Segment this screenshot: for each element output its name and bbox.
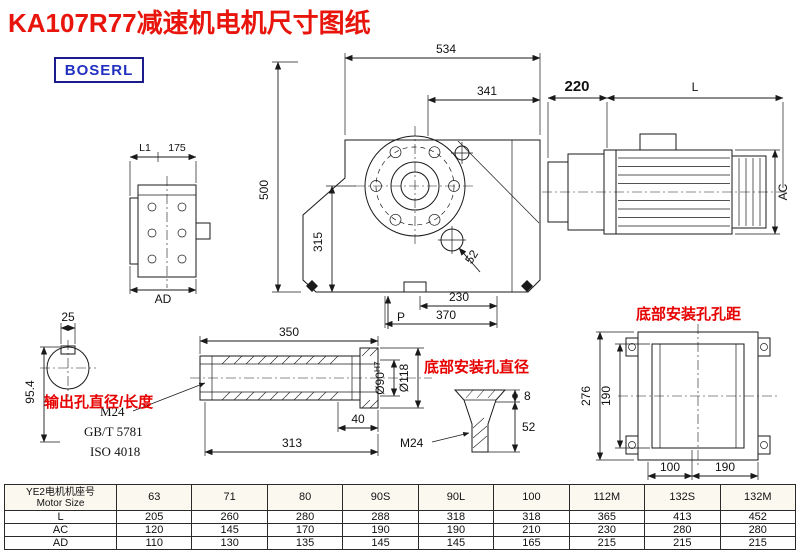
table-row-L: L 205 260 280 288 318 318 365 413 452 (4, 509, 796, 525)
label-standard-gb: GB/T 5781 (84, 424, 143, 439)
table-cell: 413 (644, 509, 721, 525)
dim-mount-plate-thickness: 8 (524, 389, 531, 403)
dim-bottom-pitch-2: 190 (715, 460, 735, 474)
table-header-size: 63 (115, 484, 193, 511)
table-header-size: 112M (568, 484, 646, 511)
label-standard-iso: ISO 4018 (90, 444, 140, 459)
table-header-size: 71 (191, 484, 268, 511)
table-cell: 130 (191, 536, 268, 551)
dim-bottom-height-inner: 190 (599, 386, 613, 406)
table-header-size: 100 (493, 484, 570, 511)
dim-side-l1: L1 (139, 142, 151, 154)
page-title: KA107R77减速机电机尺寸图纸 (8, 8, 371, 38)
table-header-size: 132S (644, 484, 721, 511)
table-header-row: YE2电机机座号 Motor Size 63 71 80 90S 90L 100… (4, 484, 796, 511)
table-cell: 280 (266, 509, 344, 525)
table-cell: 288 (342, 509, 419, 525)
dim-motor-diameter: AC (776, 183, 790, 200)
dim-key-height: 95.4 (23, 380, 37, 404)
dim-front-lower-height: 315 (311, 232, 325, 252)
dim-front-hole-offset: 52 (462, 247, 481, 266)
mount-hole-drawing: 8 52 M24 (400, 389, 536, 453)
table-header-size: 80 (266, 484, 344, 511)
dim-flange-diameter: Ø118 (397, 363, 411, 392)
label-p: P (397, 310, 405, 324)
output-shaft-drawing: 350 40 313 M24 GB/T 5781 ISO 4018 Ø90H7 … (84, 325, 432, 459)
table-cell: 452 (719, 509, 796, 525)
label-shaft-thread: M24 (100, 404, 125, 419)
table-cell: 205 (115, 509, 193, 525)
table-cell: 170 (266, 523, 344, 538)
dim-shaft-usable-length: 313 (282, 436, 302, 450)
dim-shaft-length: 350 (279, 325, 299, 339)
dim-front-bottom-width-1: 230 (449, 290, 469, 304)
dim-bottom-pitch-1: 100 (660, 460, 680, 474)
table-header-cn: YE2电机机座号 (26, 486, 95, 498)
bottom-view-drawing: 276 190 100 190 (579, 324, 780, 480)
table-cell: 120 (115, 523, 193, 538)
table-header-motor-size: YE2电机机座号 Motor Size (4, 484, 117, 511)
table-cell: 110 (115, 536, 193, 551)
annotation-bottom-hole-spacing: 底部安装孔孔距 (636, 306, 742, 323)
dim-front-bottom-width-2: 370 (436, 308, 456, 322)
motor-view-drawing: 220 L AC (542, 78, 790, 235)
table-cell: 280 (644, 523, 721, 538)
dim-motor-length: L (692, 80, 699, 94)
table-cell: 135 (266, 536, 344, 551)
table-header-size: 90L (417, 484, 495, 511)
table-row-label: AD (4, 536, 117, 551)
table-cell: 145 (417, 536, 495, 551)
table-cell: 145 (191, 523, 268, 538)
motor-size-table: YE2电机机座号 Motor Size 63 71 80 90S 90L 100… (4, 484, 796, 551)
table-cell: 165 (493, 536, 570, 551)
dim-shaft-step: 40 (351, 412, 365, 426)
table-cell: 215 (719, 536, 796, 551)
table-row-AD: AD 110 130 135 145 145 165 215 215 215 (4, 536, 796, 551)
table-cell: 145 (342, 536, 419, 551)
shaft-section-drawing: 25 95.4 (23, 310, 96, 443)
table-cell: 215 (644, 536, 721, 551)
table-cell: 260 (191, 509, 268, 525)
dim-side-width: 175 (168, 142, 186, 154)
table-cell: 365 (568, 509, 646, 525)
dim-bottom-height-outer: 276 (579, 386, 593, 406)
table-cell: 318 (493, 509, 570, 525)
boserl-logo: BOSERL (54, 57, 144, 83)
dim-front-upper-width: 341 (477, 84, 497, 98)
table-cell: 215 (568, 536, 646, 551)
table-header-size: 90S (342, 484, 419, 511)
front-view-drawing: 534 341 500 315 52 230 370 P (257, 42, 541, 329)
table-cell: 210 (493, 523, 570, 538)
table-cell: 190 (417, 523, 495, 538)
table-row-label: L (4, 509, 117, 525)
table-row-label: AC (4, 523, 117, 538)
table-header-size: 132M (719, 484, 796, 511)
dim-side-ad: AD (155, 292, 172, 306)
side-view-drawing: L1 175 AD (129, 142, 211, 306)
table-cell: 230 (568, 523, 646, 538)
table-cell: 280 (719, 523, 796, 538)
table-header-en: Motor Size (36, 497, 85, 509)
dim-mount-depth: 52 (522, 420, 536, 434)
table-row-AC: AC 120 145 170 190 190 210 230 280 280 (4, 523, 796, 538)
dim-motor-adapter-length: 220 (564, 78, 589, 95)
annotation-output-hole: 输出孔直径/长度 (44, 394, 154, 411)
annotation-bottom-hole-diameter: 底部安装孔直径 (424, 359, 530, 376)
dim-bore-diameter: Ø90H7 (372, 361, 387, 395)
dim-front-total-width: 534 (436, 42, 456, 56)
dim-front-total-height: 500 (257, 180, 271, 200)
dim-key-width: 25 (61, 310, 75, 324)
table-cell: 318 (417, 509, 495, 525)
label-mount-thread: M24 (400, 436, 424, 450)
table-cell: 190 (342, 523, 419, 538)
